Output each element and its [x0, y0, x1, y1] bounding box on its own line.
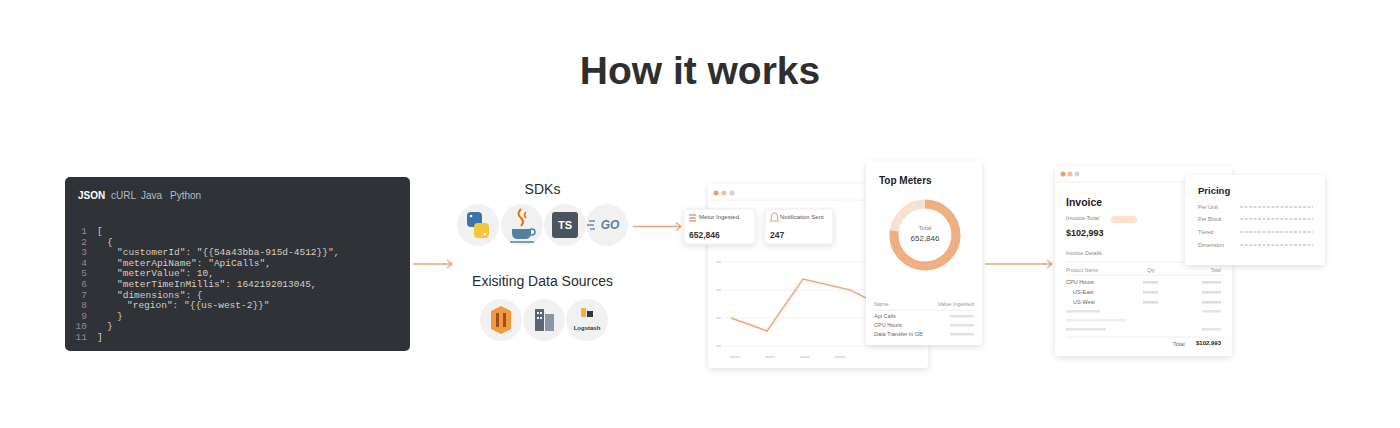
table-header: Product Name	[1066, 267, 1098, 273]
donut-value: 652,846	[911, 234, 940, 244]
group-heading: SDKs	[525, 181, 561, 198]
table-cell: US-West	[1073, 299, 1095, 306]
line-number: 8	[81, 300, 87, 311]
icon-label: GO	[601, 218, 620, 232]
code-line: }	[107, 321, 113, 332]
line-number: 7	[81, 290, 87, 301]
flow-arrow	[413, 260, 452, 268]
flow-arrow	[633, 223, 681, 231]
sources-group: SDKsExisiting Data Sources	[455, 178, 630, 346]
table-cell: CPU Hours	[874, 322, 902, 329]
pricing-card	[1185, 175, 1325, 265]
code-line: "region": "{{us-west-2}}"	[127, 300, 270, 311]
icon-label: Logstash	[574, 325, 601, 332]
top-meters-card: Top MetersTotal 652,846Name Value Ingested…	[866, 161, 982, 345]
stat-card: Notification Sent 247	[765, 209, 833, 244]
sdk-icons	[457, 204, 628, 246]
code-tab: JSON	[78, 190, 105, 202]
total-amount: $102,993	[1196, 340, 1221, 347]
line-number: 9	[81, 311, 87, 322]
code-line: "meterValue": 10,	[117, 268, 214, 279]
code-line: "meterTimeInMillis": 1642192013045,	[117, 279, 317, 290]
stat-value: 247	[770, 230, 784, 240]
table-header: Total	[1210, 267, 1221, 273]
table-cell: US-East	[1073, 289, 1093, 296]
total-label: Total	[1173, 341, 1185, 348]
line-number: 1	[81, 226, 87, 237]
donut-label: Total	[919, 225, 932, 232]
stat-label: Notification Sent	[780, 214, 824, 221]
stat-card: Metur Ingested 652,846	[684, 209, 755, 244]
code-line: "customerId": "{{54a43bba-915d-4512}}",	[117, 247, 339, 258]
stat-value: 652,846	[689, 230, 720, 240]
code-panel-bg	[65, 177, 410, 351]
code-line: {	[107, 237, 113, 248]
line-number: 11	[76, 332, 87, 343]
table-header: Value Ingested	[938, 301, 974, 308]
line-number: 10	[76, 321, 87, 332]
card-title: Top Meters	[879, 175, 932, 187]
table-cell: CPU Hours	[1066, 279, 1094, 286]
data-source-icons	[480, 299, 608, 341]
table-header: Qty	[1147, 267, 1155, 273]
table-cell: Api Calls	[874, 313, 896, 320]
line-number: 6	[81, 279, 87, 290]
pricing-option: Per Unit	[1198, 204, 1218, 211]
group-heading: Exisiting Data Sources	[472, 273, 613, 290]
code-line: "dimensions": {	[117, 290, 203, 301]
stat-cards	[684, 209, 833, 244]
table-cell: Data Transfer in GB	[874, 331, 923, 338]
table-header: Name	[874, 301, 889, 308]
field-label: Invoice Total	[1066, 215, 1099, 222]
card-title: Pricing	[1198, 185, 1230, 196]
line-number: 2	[81, 237, 87, 248]
top-meters-card	[866, 161, 982, 345]
code-panel: JSON cURL Java Python 1234567891011 [ { "custom…	[65, 177, 410, 351]
field-label: Invoice Details	[1066, 250, 1102, 257]
pricing-option: Dimension	[1198, 242, 1224, 249]
code-line: [	[97, 226, 103, 237]
code-line: "meterApiName": "ApiCalls",	[117, 258, 271, 269]
pricing-option: Tiered	[1198, 229, 1213, 236]
code-line: }	[117, 311, 123, 322]
code-line: ]	[97, 332, 103, 343]
line-number: 4	[81, 258, 87, 269]
code-tab: Java	[141, 190, 162, 202]
pricing-card: PricingPer UnitPer BlockTieredDimension	[1185, 175, 1325, 265]
flow-arrow	[985, 260, 1052, 268]
pricing-option: Per Block	[1198, 216, 1222, 223]
line-number: 5	[81, 268, 87, 279]
card-title: Invoice	[1066, 196, 1102, 209]
diagram-title: How it works	[580, 48, 821, 95]
amount: $102,993	[1066, 228, 1104, 239]
stat-label: Metur Ingested	[699, 214, 739, 221]
code-tab: cURL	[111, 190, 136, 202]
icon-label: TS	[558, 219, 572, 232]
line-number: 3	[81, 247, 87, 258]
code-tab: Python	[170, 190, 201, 202]
